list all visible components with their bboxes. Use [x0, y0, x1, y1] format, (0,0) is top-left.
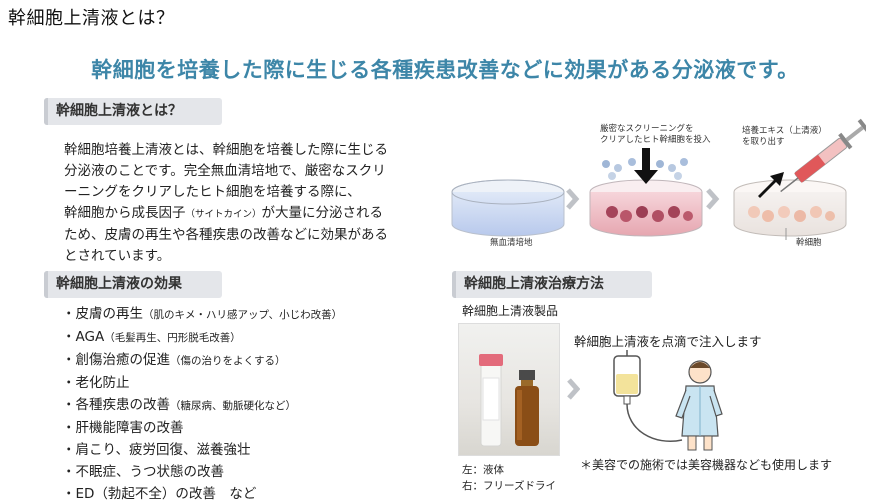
drip-description: 幹細胞上清液を点滴で注入します: [574, 334, 762, 349]
effect-item-main: ・肝機能障害の改善: [62, 420, 184, 436]
effects-list: ・皮膚の再生（肌のキメ・ハリ感アップ、小じわ改善）・AGA（毛髪再生、円形脱毛改…: [62, 303, 342, 501]
product-label: 幹細胞上清液製品: [462, 304, 559, 318]
effect-item-main: ・肩こり、疲労回復、滋養強壮: [62, 442, 251, 458]
effect-item: ・ED（勃起不全）の改善 など: [62, 483, 342, 501]
about-line: ーニングをクリアしたヒト細胞を培養する際に、: [64, 184, 361, 200]
effect-item-main: ・ED（勃起不全）の改善 など: [62, 486, 257, 501]
about-description: 幹細胞培養上清液とは、幹細胞を培養した際に生じる 分泌液のことです。完全無血清培…: [64, 140, 444, 267]
syringe-icon: [780, 118, 866, 193]
effect-item-main: ・AGA: [62, 329, 105, 345]
effect-item: ・各種疾患の改善（糖尿病、動脈硬化など）: [62, 394, 342, 417]
label-extract: 培養エキス（上清液） を取り出す: [742, 126, 827, 148]
label-extract-line: 培養エキス（上清液）: [742, 126, 827, 136]
step-arrow-icon: [706, 188, 720, 210]
effect-item-detail: （毛髪再生、円形脱毛改善）: [104, 332, 241, 344]
label-medium: 無血清培地: [490, 238, 533, 248]
headline: 幹細胞を培養した際に生じる各種疾患改善などに効果がある分泌液です。: [91, 58, 799, 82]
culture-process-diagram: [451, 118, 866, 240]
effect-item-main: ・皮膚の再生: [62, 306, 143, 322]
about-line: 分泌液のことです。完全無血清培地で、厳密なスクリ: [64, 163, 386, 179]
iv-bag-icon: [613, 350, 683, 442]
effect-item-detail: （傷の治りをよくする）: [170, 355, 286, 367]
section-heading-about: 幹細胞上清液とは？: [44, 98, 222, 125]
label-extract-line: を取り出す: [742, 137, 785, 147]
about-line: ため、皮膚の再生や各種疾患の改善などに効果がある: [64, 227, 388, 243]
petri-dish-extract: [733, 179, 847, 237]
label-screening-line: 厳密なスクリーニングを: [600, 124, 694, 134]
about-line: 幹細胞培養上清液とは、幹細胞を培養した際に生じる: [64, 142, 388, 158]
page-title: 幹細胞上清液とは？: [8, 8, 175, 29]
effect-item-detail: （糖尿病、動脈硬化など）: [170, 400, 296, 412]
about-line: 幹細胞から成長因子（サイトカイン）が大量に分泌される: [64, 203, 444, 225]
effect-item-main: ・老化防止: [62, 375, 130, 391]
about-line-part: が大量に分泌される: [261, 205, 384, 221]
effect-item-main: ・不眠症、うつ状態の改善: [62, 464, 224, 480]
product-bottles-image: [479, 354, 539, 447]
effect-item: ・不眠症、うつ状態の改善: [62, 461, 342, 483]
about-line-part: 幹細胞から成長因子: [64, 205, 186, 221]
effect-item: ・皮膚の再生（肌のキメ・ハリ感アップ、小じわ改善）: [62, 303, 342, 326]
iv-drip-illustration: [613, 350, 723, 451]
effect-item: ・老化防止: [62, 372, 342, 394]
patient-icon: [675, 360, 723, 451]
stem-cells-icon: [602, 158, 688, 180]
caption-freeze-dry: 右：フリーズドライ: [462, 480, 556, 492]
note-text: ＊美容での施術では美容機器なども使用します: [580, 458, 833, 472]
step-arrow-icon: [567, 378, 580, 400]
effect-item: ・AGA（毛髪再生、円形脱毛改善）: [62, 326, 342, 349]
section-heading-effects: 幹細胞上清液の効果: [44, 271, 222, 298]
petri-dish-medium: [451, 179, 565, 237]
extract-arrow-icon: [758, 172, 784, 198]
effect-item-main: ・各種疾患の改善: [62, 397, 170, 413]
cytokine-note: （サイトカイン）: [185, 209, 262, 220]
label-screening: 厳密なスクリーニングを クリアしたヒト幹細胞を投入: [600, 124, 711, 146]
label-screening-line: クリアしたヒト幹細胞を投入: [600, 135, 711, 145]
effect-item: ・肝機能障害の改善: [62, 417, 342, 439]
effect-item: ・創傷治癒の促進（傷の治りをよくする）: [62, 349, 342, 372]
caption-liquid: 左：液体: [462, 464, 504, 476]
petri-dish-culture: [589, 179, 703, 237]
about-line: とされています。: [64, 248, 171, 264]
effect-item: ・肩こり、疲労回復、滋養強壮: [62, 439, 342, 461]
step-arrow-icon: [566, 188, 580, 210]
down-arrow-icon: [634, 148, 658, 184]
label-stemcell: 幹細胞: [796, 238, 822, 248]
effect-item-detail: （肌のキメ・ハリ感アップ、小じわ改善）: [143, 309, 343, 321]
product-photo: [458, 323, 560, 456]
section-heading-treatment: 幹細胞上清液治療方法: [452, 271, 652, 298]
effect-item-main: ・創傷治癒の促進: [62, 352, 170, 368]
